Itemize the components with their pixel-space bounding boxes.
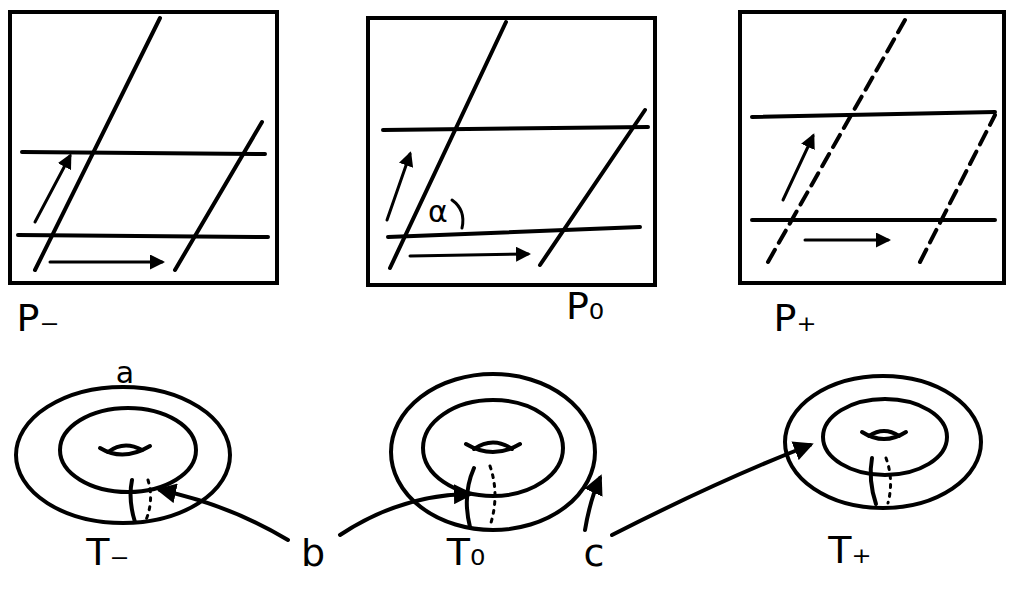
horizontal-line [752,218,995,222]
vector-arrow [387,154,410,220]
figure-label: P₊ [772,299,819,337]
pointer-arrow [585,478,600,530]
torus [16,387,230,523]
slanted-line [540,110,645,265]
angle-label: α [426,197,450,227]
horizontal-line [752,112,995,117]
horizontal-line [388,227,640,237]
pointer-arrow [612,445,810,535]
parallelogram-frame [368,18,655,285]
figure-label: P₋ [15,299,62,337]
slanted-line [35,18,160,270]
pointer-arrow [160,490,288,540]
figure-label: T₀ [445,533,487,571]
parallelogram-frame [740,12,1004,283]
horizontal-line [18,235,268,237]
slanted-line [390,22,506,268]
torus [785,376,981,508]
vector-arrow [805,239,888,242]
vector-arrow [35,156,70,222]
parallelogram-frame [10,12,277,283]
slanted-line [175,122,262,270]
dashed-line [920,115,995,262]
figure-label: T₋ [84,533,131,571]
curve-label: a [114,358,136,388]
torus [391,374,595,530]
vector-arrow [410,254,528,256]
vector-arrow [50,261,162,264]
horizontal-line [383,127,648,130]
curve-label: b [299,534,327,572]
horizontal-line [22,152,265,154]
vector-arrow [783,136,813,200]
figure-label: P₀ [564,287,606,325]
angle-arc [452,200,463,228]
figure-label: T₊ [826,531,873,569]
dashed-line [768,20,905,262]
curve-label: c [582,534,607,572]
pointer-arrow [340,494,470,535]
